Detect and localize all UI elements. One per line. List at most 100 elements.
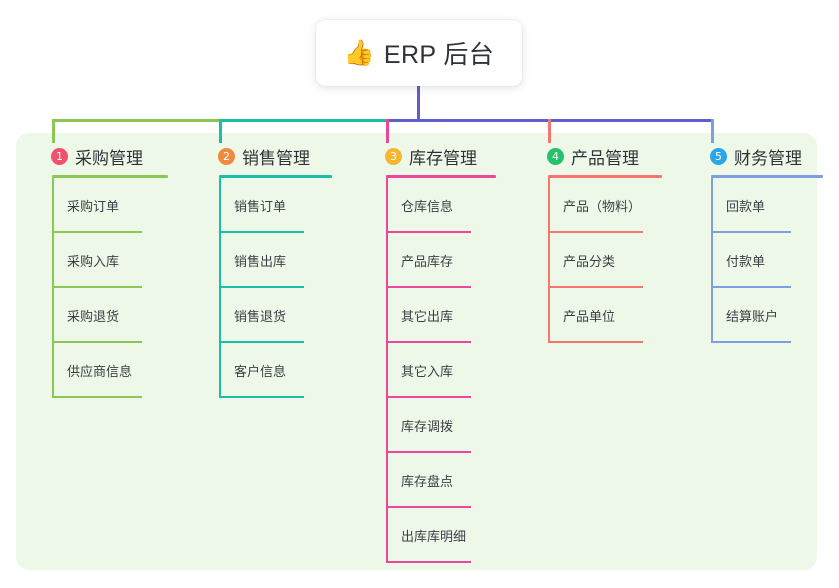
column-badge-5: 5 xyxy=(710,147,727,165)
leaf-item-rule xyxy=(219,396,304,398)
column-items: 销售订单销售出库销售退货客户信息 xyxy=(200,178,340,398)
leaf-item-label: 库存盘点 xyxy=(401,474,454,489)
connector-drop-4 xyxy=(548,119,551,143)
column-spine xyxy=(52,178,54,398)
leaf-item[interactable]: 库存调拨 xyxy=(367,398,502,453)
leaf-item-rule xyxy=(52,231,142,233)
leaf-item[interactable]: 销售订单 xyxy=(200,178,340,233)
leaf-item-label: 销售订单 xyxy=(234,199,287,214)
leaf-item-label: 产品库存 xyxy=(401,254,454,269)
leaf-item[interactable]: 库存盘点 xyxy=(367,453,502,508)
leaf-item-label: 其它入库 xyxy=(401,364,454,379)
leaf-item-rule xyxy=(219,231,304,233)
leaf-item-label: 销售退货 xyxy=(234,309,287,324)
leaf-item-rule xyxy=(548,286,643,288)
leaf-item[interactable]: 回款单 xyxy=(692,178,822,233)
column-badge-1: 1 xyxy=(51,147,68,165)
leaf-item-rule xyxy=(386,451,471,453)
leaf-item-rule xyxy=(711,341,791,343)
leaf-item-label: 其它出库 xyxy=(401,309,454,324)
column-items: 回款单付款单结算账户 xyxy=(692,178,822,343)
column-badge-3: 3 xyxy=(385,147,402,165)
leaf-item-rule xyxy=(711,231,791,233)
leaf-item[interactable]: 产品（物料） xyxy=(529,178,669,233)
column-title: 销售管理 xyxy=(242,148,310,168)
leaf-item-label: 采购退货 xyxy=(67,309,120,324)
connector-drop-1 xyxy=(52,119,55,143)
leaf-item-rule xyxy=(386,506,471,508)
leaf-item-rule xyxy=(386,396,471,398)
leaf-item[interactable]: 采购退货 xyxy=(33,288,183,343)
connector-bar-green xyxy=(52,119,219,122)
leaf-item-rule xyxy=(711,286,791,288)
leaf-item[interactable]: 其它出库 xyxy=(367,288,502,343)
leaf-item[interactable]: 采购订单 xyxy=(33,178,183,233)
leaf-item[interactable]: 出库库明细 xyxy=(367,508,502,563)
leaf-item[interactable]: 仓库信息 xyxy=(367,178,502,233)
leaf-item-rule xyxy=(52,396,142,398)
leaf-item-label: 采购订单 xyxy=(67,199,120,214)
column-title: 产品管理 xyxy=(571,148,639,168)
leaf-item[interactable]: 产品库存 xyxy=(367,233,502,288)
root-node-label: ERP 后台 xyxy=(383,41,495,69)
column-header-1[interactable]: 1 采购管理 xyxy=(33,143,183,169)
connector-drop-3 xyxy=(386,119,389,143)
leaf-item-rule xyxy=(548,341,643,343)
leaf-item-label: 回款单 xyxy=(726,199,766,214)
leaf-item[interactable]: 销售出库 xyxy=(200,233,340,288)
column-header-rule xyxy=(219,175,332,178)
connector-drop-5 xyxy=(711,119,714,143)
column-spine xyxy=(219,178,221,398)
leaf-item[interactable]: 销售退货 xyxy=(200,288,340,343)
column-header-rule xyxy=(52,175,168,178)
leaf-item[interactable]: 供应商信息 xyxy=(33,343,183,398)
column-badge-4: 4 xyxy=(547,147,564,165)
leaf-item[interactable]: 付款单 xyxy=(692,233,822,288)
leaf-item-rule xyxy=(52,341,142,343)
column-title: 采购管理 xyxy=(75,148,143,168)
leaf-item-rule xyxy=(52,286,142,288)
leaf-item-label: 库存调拨 xyxy=(401,419,454,434)
leaf-item[interactable]: 产品单位 xyxy=(529,288,669,343)
leaf-item-label: 结算账户 xyxy=(726,309,779,324)
root-node[interactable]: 👍 ERP 后台 xyxy=(316,20,522,86)
column-spine xyxy=(548,178,550,343)
leaf-item[interactable]: 客户信息 xyxy=(200,343,340,398)
column-产品管理: 4 产品管理产品（物料） 产品分类产品单位 xyxy=(529,143,669,343)
leaf-item-rule xyxy=(219,341,304,343)
leaf-item[interactable]: 其它入库 xyxy=(367,343,502,398)
leaf-item-label: 仓库信息 xyxy=(401,199,454,214)
column-spine xyxy=(711,178,713,343)
leaf-item[interactable]: 结算账户 xyxy=(692,288,822,343)
leaf-item[interactable]: 采购入库 xyxy=(33,233,183,288)
column-采购管理: 1 采购管理采购订单采购入库采购退货供应商信息 xyxy=(33,143,183,398)
column-badge-2: 2 xyxy=(218,147,235,165)
column-header-2[interactable]: 2 销售管理 xyxy=(200,143,340,169)
column-header-rule xyxy=(386,175,496,178)
column-spine xyxy=(386,178,388,563)
column-header-rule xyxy=(711,175,823,178)
column-items: 仓库信息产品库存其它出库其它入库库存调拨库存盘点出库库明细 xyxy=(367,178,502,563)
connector-drop-2 xyxy=(219,119,222,143)
column-items: 产品（物料） 产品分类产品单位 xyxy=(529,178,669,343)
leaf-item-label: 付款单 xyxy=(726,254,766,269)
leaf-item-label: 销售出库 xyxy=(234,254,287,269)
leaf-item-label: 客户信息 xyxy=(234,364,287,379)
leaf-item-rule xyxy=(386,561,471,563)
leaf-item-rule xyxy=(386,286,471,288)
leaf-item-label: 产品（物料） xyxy=(563,199,642,214)
leaf-item-label: 产品分类 xyxy=(563,254,616,269)
leaf-item-rule xyxy=(386,341,471,343)
column-header-rule xyxy=(548,175,662,178)
leaf-item-label: 产品单位 xyxy=(563,309,616,324)
column-items: 采购订单采购入库采购退货供应商信息 xyxy=(33,178,183,398)
column-header-4[interactable]: 4 产品管理 xyxy=(529,143,669,169)
leaf-item[interactable]: 产品分类 xyxy=(529,233,669,288)
leaf-item-rule xyxy=(219,286,304,288)
leaf-item-rule xyxy=(548,231,643,233)
